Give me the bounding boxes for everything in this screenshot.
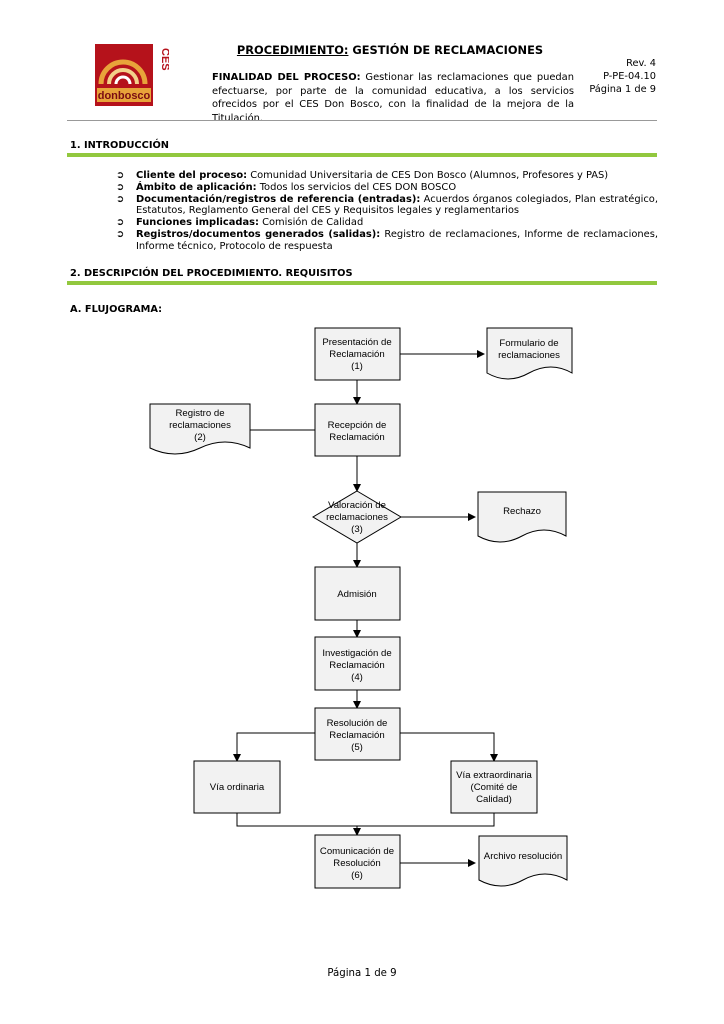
resolucion-label-1: Resolución de	[327, 718, 388, 729]
rechazo-label: Rechazo	[503, 506, 541, 517]
purpose-text: Gestionar las reclamaciones que puedan e…	[212, 72, 574, 124]
via-ordinaria-box	[193, 760, 281, 814]
presentacion-label-1: Presentación de	[322, 337, 391, 348]
document-code: P-PE-04.10	[603, 71, 656, 82]
valoracion-label-2: reclamaciones	[326, 512, 388, 523]
registro-label-3: (2)	[194, 432, 206, 443]
comunicacion-label-1: Comunicación de	[320, 846, 394, 857]
list-item: ➲Registros/documentos generados (salidas…	[116, 228, 658, 252]
resolucion-label-3: (5)	[351, 742, 363, 753]
investigacion-label-2: Reclamación	[329, 660, 384, 671]
via-extra-label-1: Vía extraordinaria	[456, 770, 532, 781]
section-2-heading: 2. DESCRIPCIÓN DEL PROCEDIMIENTO. REQUIS…	[70, 268, 353, 279]
presentacion-label-3: (1)	[351, 361, 363, 372]
logo-side-text: CES	[159, 48, 169, 71]
recepcion-label-2: Reclamación	[329, 432, 384, 443]
arrow-bullet-icon: ➲	[116, 217, 125, 229]
valoracion-label-3: (3)	[351, 524, 363, 535]
registro-label-2: reclamaciones	[169, 420, 231, 431]
archivo-document	[478, 835, 568, 887]
formulario-document	[486, 327, 573, 380]
page-footer: Página 1 de 9	[327, 968, 397, 979]
recepcion-box	[314, 403, 401, 457]
resolucion-label-2: Reclamación	[329, 730, 384, 741]
title-prefix: PROCEDIMIENTO:	[236, 43, 349, 57]
logo-wordmark: donbosco	[98, 90, 151, 102]
admision-box	[314, 566, 401, 621]
section-1-heading: 1. INTRODUCCIÓN	[70, 140, 169, 151]
purpose-label: FINALIDAD DEL PROCESO:	[212, 72, 361, 83]
rechazo-document	[477, 491, 567, 543]
flowchart-subheading: A. FLUJOGRAMA:	[70, 304, 163, 315]
process-purpose: FINALIDAD DEL PROCESO: Gestionar las rec…	[212, 71, 574, 125]
via-ordinaria-label: Vía ordinaria	[210, 782, 265, 793]
list-item: ➲Ámbito de aplicación: Todos los servici…	[116, 181, 457, 193]
valoracion-label-1: Valoración de	[328, 500, 386, 511]
link-vias-merge	[236, 813, 495, 827]
via-extra-box	[450, 760, 538, 814]
header-divider	[67, 120, 657, 121]
admision-label: Admisión	[337, 589, 376, 600]
comunicacion-label-2: Resolución	[333, 858, 380, 869]
comunicacion-label-3: (6)	[351, 870, 363, 881]
arrow-bullet-icon: ➲	[116, 181, 125, 193]
recepcion-label-1: Recepción de	[328, 420, 387, 431]
resolucion-box	[314, 707, 401, 761]
list-item: ➲Funciones implicadas: Comisión de Calid…	[116, 217, 364, 229]
list-item: ➲Cliente del proceso: Comunidad Universi…	[116, 170, 609, 181]
list-item: ➲Documentación/registros de referencia (…	[116, 193, 658, 217]
revision: Rev. 4	[626, 58, 656, 69]
arrow-bullet-icon: ➲	[116, 170, 125, 181]
arrow-bullet-icon: ➲	[116, 193, 125, 205]
registro-label-1: Registro de	[175, 408, 224, 419]
presentacion-label-2: Reclamación	[329, 349, 384, 360]
document-meta: Rev. 4 P-PE-04.10 Página 1 de 9	[580, 57, 656, 96]
investigacion-label-3: (4)	[351, 672, 363, 683]
via-extra-label-3: Calidad)	[476, 794, 512, 805]
document-title: PROCEDIMIENTO: GESTIÓN DE RECLAMACIONES	[210, 43, 570, 57]
archivo-label: Archivo resolución	[484, 851, 562, 862]
comunicacion-box	[314, 834, 401, 889]
formulario-label-2: reclamaciones	[498, 350, 560, 361]
arrow-to-via-extra	[400, 732, 498, 762]
via-extra-label-2: (Comité de	[471, 782, 518, 793]
formulario-label-1: Formulario de	[499, 338, 558, 349]
introduction-list: ➲Cliente del proceso: Comunidad Universi…	[116, 170, 658, 253]
arrow-bullet-icon: ➲	[116, 228, 125, 240]
title-rest: GESTIÓN DE RECLAMACIONES	[348, 43, 544, 57]
ces-don-bosco-logo: donbosco CES	[95, 44, 171, 106]
investigacion-label-1: Investigación de	[322, 648, 391, 659]
registro-document	[149, 403, 251, 455]
page-number: Página 1 de 9	[589, 84, 656, 95]
valoracion-decision	[312, 490, 402, 544]
arrow-to-via-ordinaria	[233, 732, 315, 762]
investigacion-box	[314, 636, 401, 691]
section-2-green-rule	[67, 281, 657, 285]
presentacion-box	[314, 327, 401, 381]
section-1-green-rule	[67, 153, 657, 157]
